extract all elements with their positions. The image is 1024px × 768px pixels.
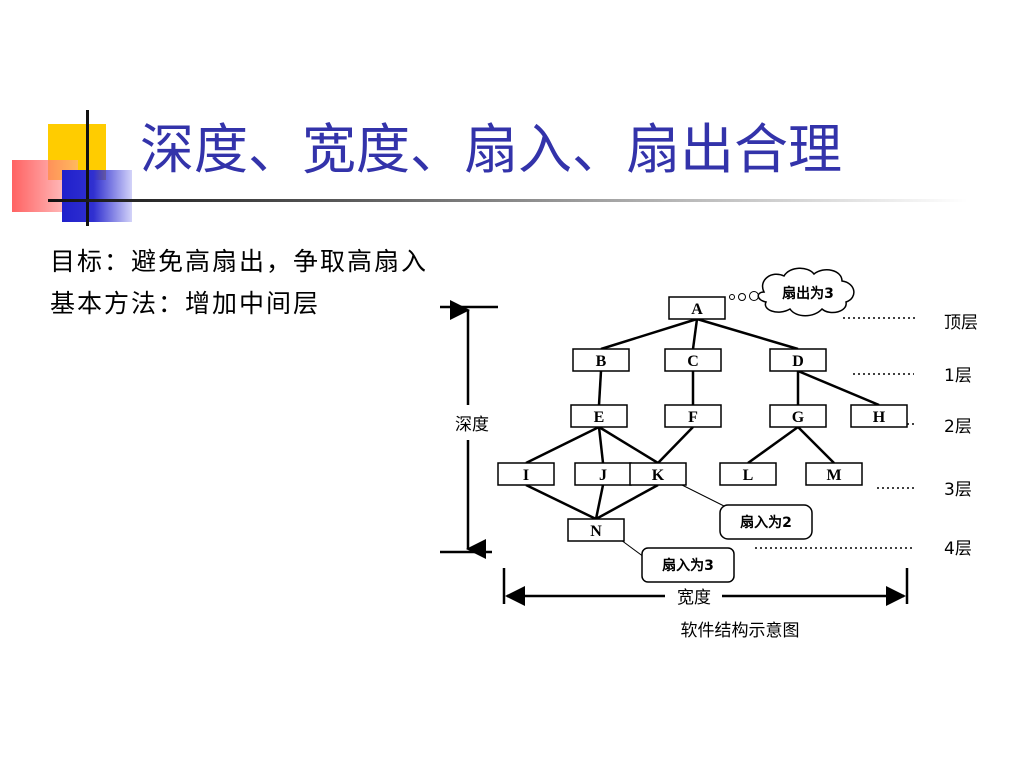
diagram-caption: 软件结构示意图 [681, 621, 800, 641]
node-g: G [769, 404, 827, 428]
edge-g-m [797, 426, 835, 464]
level-leaders [755, 317, 916, 549]
node-h: H [850, 404, 908, 428]
decor-blue-square [62, 170, 132, 222]
fan-in-k-label: 扇入为2 [740, 514, 792, 531]
node-label: C [687, 353, 699, 370]
fan-in-n-label: 扇入为3 [662, 557, 714, 574]
node-box [805, 462, 863, 486]
edge-e-i [525, 425, 600, 465]
node-label: J [599, 467, 607, 484]
node-label: D [792, 353, 804, 370]
node-n: N [567, 518, 625, 542]
node-k: K [629, 462, 687, 486]
edge-e-j [597, 426, 605, 464]
fan-out-label: 扇出为3 [782, 285, 834, 302]
edge-a-b [600, 317, 698, 351]
node-box [850, 404, 908, 428]
edge-e-k [598, 425, 659, 465]
goal-text: 目标：避免高扇出，争取高扇入 [50, 247, 429, 276]
callout-connectors [620, 291, 759, 558]
decor-vertical-line [86, 110, 89, 226]
node-box [719, 462, 777, 486]
node-label: A [691, 301, 703, 318]
node-box [570, 404, 628, 428]
node-box [668, 296, 726, 320]
node-f: F [664, 404, 722, 428]
width-dimension [502, 568, 909, 606]
edge-k-n [595, 483, 659, 521]
node-label: H [873, 409, 886, 426]
node-i: I [497, 462, 555, 486]
node-label: M [826, 467, 841, 484]
node-box [572, 348, 630, 372]
edge-a-c [691, 318, 699, 350]
node-a: A [668, 296, 726, 320]
node-box [769, 404, 827, 428]
node-box [629, 462, 687, 486]
node-m: M [805, 462, 863, 486]
node-label: I [523, 467, 529, 484]
fan-out-callout: 扇出为3 [757, 267, 855, 317]
depth-dimension [440, 300, 498, 559]
level-label-2: 2层 [944, 417, 972, 437]
slide-title: 深度、宽度、扇入、扇出合理 [140, 118, 842, 181]
method-text: 基本方法：增加中间层 [50, 289, 321, 318]
node-label: E [594, 409, 605, 426]
level-label-1: 1层 [944, 366, 972, 386]
level-label-top: 顶层 [944, 313, 978, 333]
node-d: D [769, 348, 827, 372]
node-box [567, 518, 625, 542]
depth-label: 深度 [455, 415, 489, 435]
node-box [497, 462, 555, 486]
node-label: B [596, 353, 607, 370]
node-box [664, 348, 722, 372]
fan-in-k-callout: 扇入为2 [719, 504, 813, 540]
title-underline [48, 199, 968, 202]
node-label: F [688, 409, 698, 426]
fan-in-n-callout: 扇入为3 [641, 547, 735, 583]
level-label-4: 4层 [944, 539, 972, 559]
node-label: K [652, 467, 665, 484]
edge-b-e [597, 370, 603, 406]
node-label: N [590, 523, 602, 540]
node-label: G [792, 409, 805, 426]
node-e: E [570, 404, 628, 428]
node-j: J [574, 462, 632, 486]
node-c: C [664, 348, 722, 372]
node-l: L [719, 462, 777, 486]
edge-g-l [747, 425, 799, 465]
level-label-3: 3层 [944, 480, 972, 500]
edge-d-h [797, 369, 880, 407]
edge-f-k [657, 426, 694, 464]
node-box [769, 348, 827, 372]
node-box [664, 404, 722, 428]
node-b: B [572, 348, 630, 372]
node-label: L [743, 467, 754, 484]
edge-j-n [594, 484, 605, 520]
edge-a-d [696, 317, 799, 351]
width-label: 宽度 [677, 588, 711, 608]
edge-i-n [525, 483, 597, 521]
